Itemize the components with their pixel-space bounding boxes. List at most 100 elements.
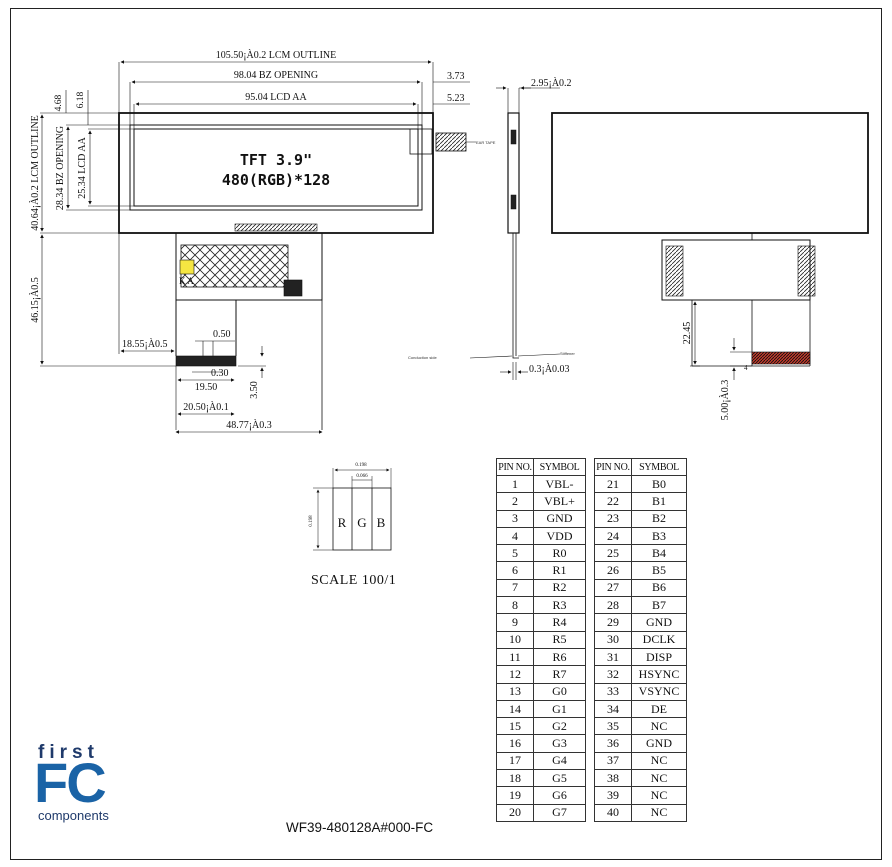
- pin-symbol: G3: [533, 734, 586, 753]
- pin-symbol: R4: [533, 613, 586, 632]
- pin-number: 8: [496, 596, 534, 615]
- pin-number: 24: [594, 526, 632, 546]
- front-view: [118, 112, 476, 430]
- pin-symbol: R3: [533, 596, 586, 615]
- pin-symbol: DE: [631, 699, 687, 719]
- pin-symbol: VDD: [533, 526, 586, 546]
- dim-pitch-050: 0.50: [213, 329, 231, 340]
- pin-number: 11: [496, 647, 534, 667]
- pin-number: 25: [594, 544, 632, 563]
- pin-number: 16: [496, 734, 534, 753]
- lcd-active-area: [133, 128, 419, 207]
- pixel-r: R: [338, 515, 347, 530]
- pin-symbol: R1: [533, 561, 586, 580]
- pin-symbol: G5: [533, 769, 586, 788]
- pin-symbol: B4: [631, 544, 687, 563]
- pin-symbol: B3: [631, 526, 687, 546]
- pin-symbol: G2: [533, 717, 586, 736]
- pin-symbol: B5: [631, 561, 687, 580]
- logo-fc: FC: [34, 751, 107, 814]
- pin-number: 32: [594, 665, 632, 684]
- pin-symbol: G0: [533, 682, 586, 701]
- dim-pins-2050: 20.50¡À0.1: [183, 401, 229, 413]
- label-ka: K A: [179, 276, 194, 286]
- pixel-w-total: 0.198: [355, 463, 367, 468]
- ear-tape: [435, 132, 467, 152]
- label-ear-tape: EAR TAPE: [476, 140, 496, 145]
- lcd-text-line1: TFT 3.9": [240, 151, 312, 169]
- pin-number: 4: [496, 526, 534, 546]
- pin-number: 18: [496, 769, 534, 788]
- dim-pins-1950: 19.50: [195, 382, 218, 393]
- front-dim-labels: 105.50¡À0.2 LCM OUTLINE 98.04 BZ OPENING…: [29, 49, 496, 431]
- pin-symbol: HSYNC: [631, 665, 687, 684]
- pin-symbol: B7: [631, 596, 687, 615]
- pin-number: 31: [594, 647, 632, 667]
- pin-symbol: B0: [631, 474, 687, 494]
- model-number: WF39-480128A#000-FC: [286, 820, 434, 835]
- side-view: [469, 86, 561, 380]
- led-pad: [179, 259, 195, 275]
- drawing-frame: [10, 8, 882, 860]
- dim-lcm-outline-h: 40.64¡À0.2 LCM OUTLINE: [29, 115, 41, 231]
- dim-thickness: 2.95¡À0.2: [531, 77, 572, 89]
- pin-number: 23: [594, 509, 632, 528]
- pin-symbol: R2: [533, 578, 586, 598]
- pin-col-header: PIN NO.: [594, 458, 632, 476]
- dim-618: 6.18: [76, 91, 86, 108]
- pin-number: 3: [496, 509, 534, 528]
- pin-number: 28: [594, 596, 632, 615]
- pin-number: 39: [594, 786, 632, 805]
- dim-tail-350: 3.50: [249, 381, 260, 399]
- pin-symbol: GND: [631, 613, 687, 632]
- pin-symbol: NC: [631, 717, 687, 736]
- dim-tab-500: 5.00¡À0.3: [719, 380, 731, 421]
- pin-symbol: G7: [533, 803, 586, 822]
- pin-number: 36: [594, 734, 632, 753]
- pixel-w-sub: 0.066: [356, 474, 368, 479]
- dim-bend-2245: 22.45: [682, 322, 693, 345]
- pin-number: 29: [594, 613, 632, 632]
- pin-symbol: R6: [533, 647, 586, 667]
- pin-number: 35: [594, 717, 632, 736]
- dim-fpc-len: 46.15¡À0.5: [29, 277, 41, 323]
- pin-number: 15: [496, 717, 534, 736]
- stiffener-strip: [751, 351, 811, 365]
- pin-symbol: G1: [533, 699, 586, 719]
- pin-number: 19: [496, 786, 534, 805]
- label-stiffener: Stiffener: [560, 351, 575, 356]
- pin-symbol: VSYNC: [631, 682, 687, 701]
- label-bend-4: 4: [744, 364, 748, 372]
- pin-symbol: B6: [631, 578, 687, 598]
- pin-number: 33: [594, 682, 632, 701]
- pixel-h: 0.198: [309, 515, 314, 527]
